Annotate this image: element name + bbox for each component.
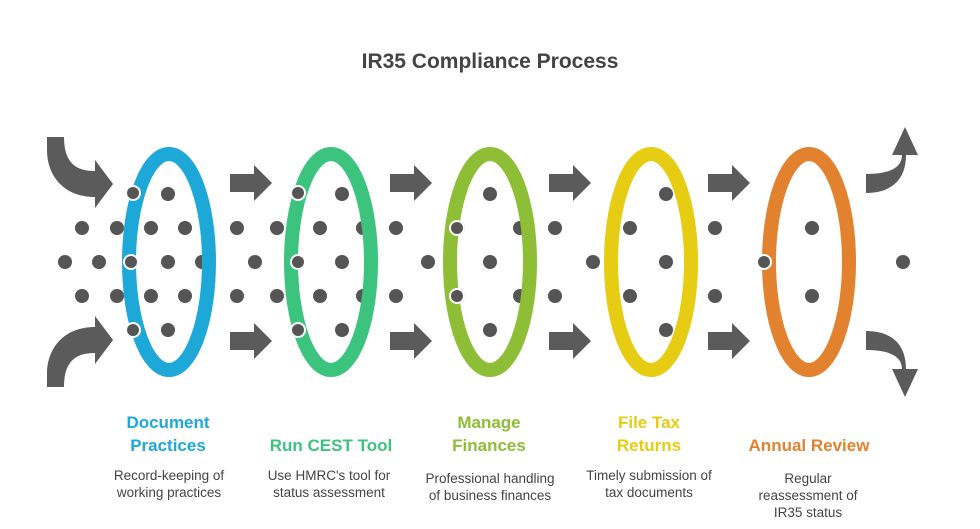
dot bbox=[659, 323, 673, 337]
dot bbox=[421, 255, 435, 269]
dot bbox=[110, 289, 124, 303]
dot bbox=[58, 255, 72, 269]
step-desc-run-cest-tool: Use HMRC's tool for status assessment bbox=[267, 468, 391, 500]
dot bbox=[586, 255, 600, 269]
dot bbox=[161, 187, 175, 201]
dot bbox=[659, 187, 673, 201]
step-title-manage-finances: Manage Finances bbox=[452, 413, 526, 455]
dot bbox=[75, 289, 89, 303]
ring-node-dot bbox=[125, 256, 137, 268]
dot bbox=[548, 289, 562, 303]
dot bbox=[623, 221, 637, 235]
flow-arrows bbox=[230, 165, 750, 359]
dot bbox=[483, 255, 497, 269]
dot bbox=[896, 255, 910, 269]
ring-5 bbox=[762, 147, 856, 377]
dot bbox=[161, 255, 175, 269]
ring-node-dot bbox=[127, 187, 139, 199]
dot bbox=[389, 221, 403, 235]
dot bbox=[270, 289, 284, 303]
right-arrow-icon bbox=[390, 323, 432, 359]
dot bbox=[313, 221, 327, 235]
dot bbox=[178, 221, 192, 235]
dot bbox=[248, 255, 262, 269]
dot bbox=[178, 289, 192, 303]
ring-node-dot bbox=[451, 222, 463, 234]
dot-field bbox=[58, 187, 910, 337]
dot bbox=[161, 323, 175, 337]
right-arrow-icon bbox=[230, 165, 272, 201]
curved-arrow-in-top-icon bbox=[47, 137, 113, 208]
right-arrow-icon bbox=[549, 323, 591, 359]
dot bbox=[313, 289, 327, 303]
ring-node-dot bbox=[758, 256, 770, 268]
curved-arrow-out-top-icon bbox=[866, 127, 918, 193]
step-desc-manage-finances: Professional handling of business financ… bbox=[425, 471, 555, 503]
right-arrow-icon bbox=[549, 165, 591, 201]
ring-node-dot bbox=[292, 256, 304, 268]
dot bbox=[335, 187, 349, 201]
step-title-annual-review: Annual Review bbox=[748, 436, 870, 455]
dot bbox=[805, 221, 819, 235]
dot bbox=[483, 187, 497, 201]
step-desc-annual-review: Regular reassessment of IR35 status bbox=[758, 471, 858, 520]
dot bbox=[75, 221, 89, 235]
dot bbox=[335, 323, 349, 337]
dot bbox=[659, 255, 673, 269]
dot bbox=[270, 221, 284, 235]
right-arrow-icon bbox=[390, 165, 432, 201]
curved-arrows bbox=[47, 127, 918, 397]
dot bbox=[805, 289, 819, 303]
right-arrow-icon bbox=[230, 323, 272, 359]
step-desc-file-tax-returns: Timely submission of tax documents bbox=[586, 468, 712, 500]
curved-arrow-in-bottom-icon bbox=[47, 316, 113, 387]
step-title-run-cest-tool: Run CEST Tool bbox=[269, 436, 393, 455]
dot bbox=[230, 289, 244, 303]
ring-4 bbox=[604, 147, 698, 377]
dot bbox=[548, 221, 562, 235]
ring-node-dot bbox=[292, 187, 304, 199]
dot bbox=[708, 289, 722, 303]
step-desc-document-practices: Record-keeping of working practices bbox=[113, 468, 225, 500]
dot bbox=[230, 221, 244, 235]
dot bbox=[389, 289, 403, 303]
dot bbox=[623, 289, 637, 303]
page-title: IR35 Compliance Process bbox=[361, 50, 619, 73]
dot bbox=[110, 221, 124, 235]
ring-3 bbox=[443, 147, 537, 377]
ring-node-dot bbox=[292, 324, 304, 336]
curved-arrow-out-bottom-icon bbox=[866, 331, 918, 397]
dot bbox=[708, 221, 722, 235]
step-title-file-tax-returns: File Tax Returns bbox=[616, 413, 682, 455]
dot bbox=[92, 255, 106, 269]
ring-node-dot bbox=[451, 290, 463, 302]
dot bbox=[335, 255, 349, 269]
ring-node-dot bbox=[127, 324, 139, 336]
right-arrow-icon bbox=[708, 323, 750, 359]
step-title-document-practices: Document Practices bbox=[126, 413, 210, 455]
dot bbox=[483, 323, 497, 337]
ring-node-dots bbox=[123, 185, 772, 338]
dot bbox=[144, 289, 158, 303]
dot bbox=[144, 221, 158, 235]
right-arrow-icon bbox=[708, 165, 750, 201]
